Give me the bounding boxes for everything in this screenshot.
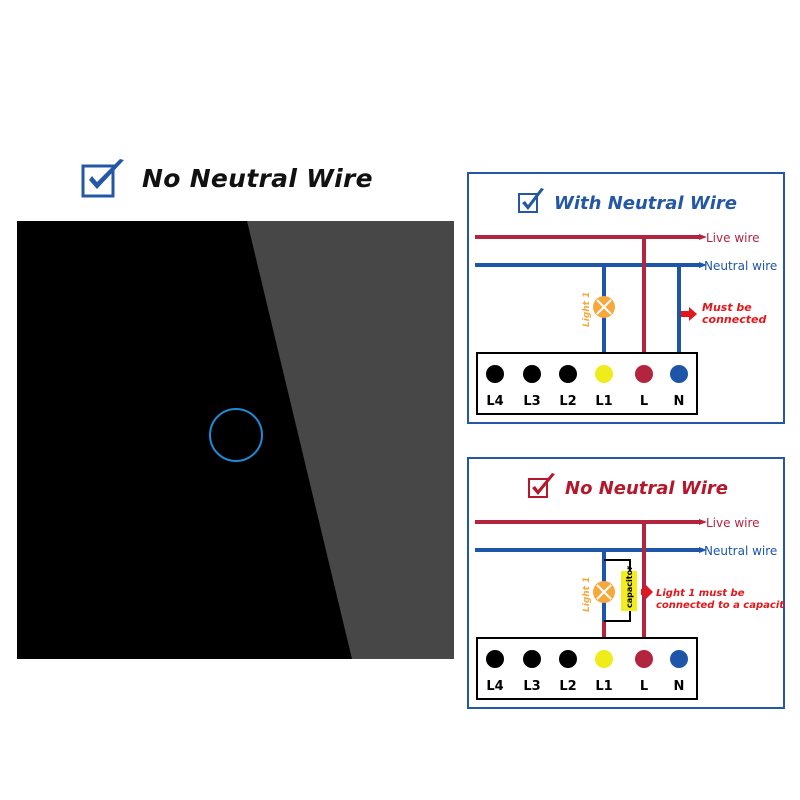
terminal-n (670, 365, 688, 383)
note-line-2: connected to a capacitor (656, 600, 785, 611)
terminal-label: L4 (486, 679, 503, 694)
terminal-l4 (486, 365, 504, 383)
touch-switch-panel (17, 221, 454, 659)
terminal-l4 (486, 650, 504, 668)
note-line-1: Must be (702, 301, 752, 314)
terminal-label: L1 (595, 679, 612, 694)
light-label: Light 1 (582, 577, 592, 612)
light-label: Light 1 (582, 292, 592, 327)
terminal-label: L3 (523, 679, 540, 694)
terminal-label: L2 (559, 394, 576, 409)
terminal-l1 (595, 365, 613, 383)
note-line-1: Light 1 must be (656, 588, 745, 599)
terminal-l (635, 650, 653, 668)
lamp-icon (593, 581, 615, 603)
checkbox-checked-icon (81, 159, 124, 198)
terminal-label: L (640, 679, 648, 694)
terminal-l1 (595, 650, 613, 668)
terminal-n (670, 650, 688, 668)
terminal-block (476, 637, 698, 700)
terminal-l (635, 365, 653, 383)
terminal-label: L1 (595, 394, 612, 409)
terminal-label: L (640, 394, 648, 409)
checkbox-checked-icon (518, 188, 544, 213)
live-wire-label: Live wire (706, 516, 760, 530)
checkbox-checked-icon (528, 473, 555, 498)
panel-title: No Neutral Wire (565, 478, 728, 499)
terminal-l2 (559, 650, 577, 668)
terminal-l2 (559, 365, 577, 383)
terminal-label: N (674, 394, 685, 409)
arrow-right-icon (641, 585, 653, 599)
terminal-block (476, 352, 698, 415)
live-wire-label: Live wire (706, 231, 760, 245)
terminal-l3 (523, 365, 541, 383)
capacitor (621, 571, 637, 611)
with-neutral-panel: With Neutral Wire Live wire Neutral wire… (467, 172, 785, 424)
lamp-icon (593, 296, 615, 318)
arrow-right-icon (681, 307, 697, 321)
neutral-wire-label: Neutral wire (704, 259, 777, 273)
glass-reflection (247, 221, 454, 659)
terminal-label: L4 (486, 394, 503, 409)
panel-title: With Neutral Wire (554, 193, 737, 214)
terminal-label: L3 (523, 394, 540, 409)
neutral-wire-label: Neutral wire (704, 544, 777, 558)
terminal-label: L2 (559, 679, 576, 694)
touch-button-ring[interactable] (209, 408, 263, 462)
terminal-label: N (674, 679, 685, 694)
note-line-2: connected (702, 313, 766, 326)
capacitor-label: capacitor (625, 566, 634, 608)
terminal-l3 (523, 650, 541, 668)
no-neutral-panel: No Neutral Wire Live wire Neutral wire c… (467, 457, 797, 709)
main-heading: No Neutral Wire (80, 158, 373, 198)
main-title: No Neutral Wire (142, 163, 373, 193)
